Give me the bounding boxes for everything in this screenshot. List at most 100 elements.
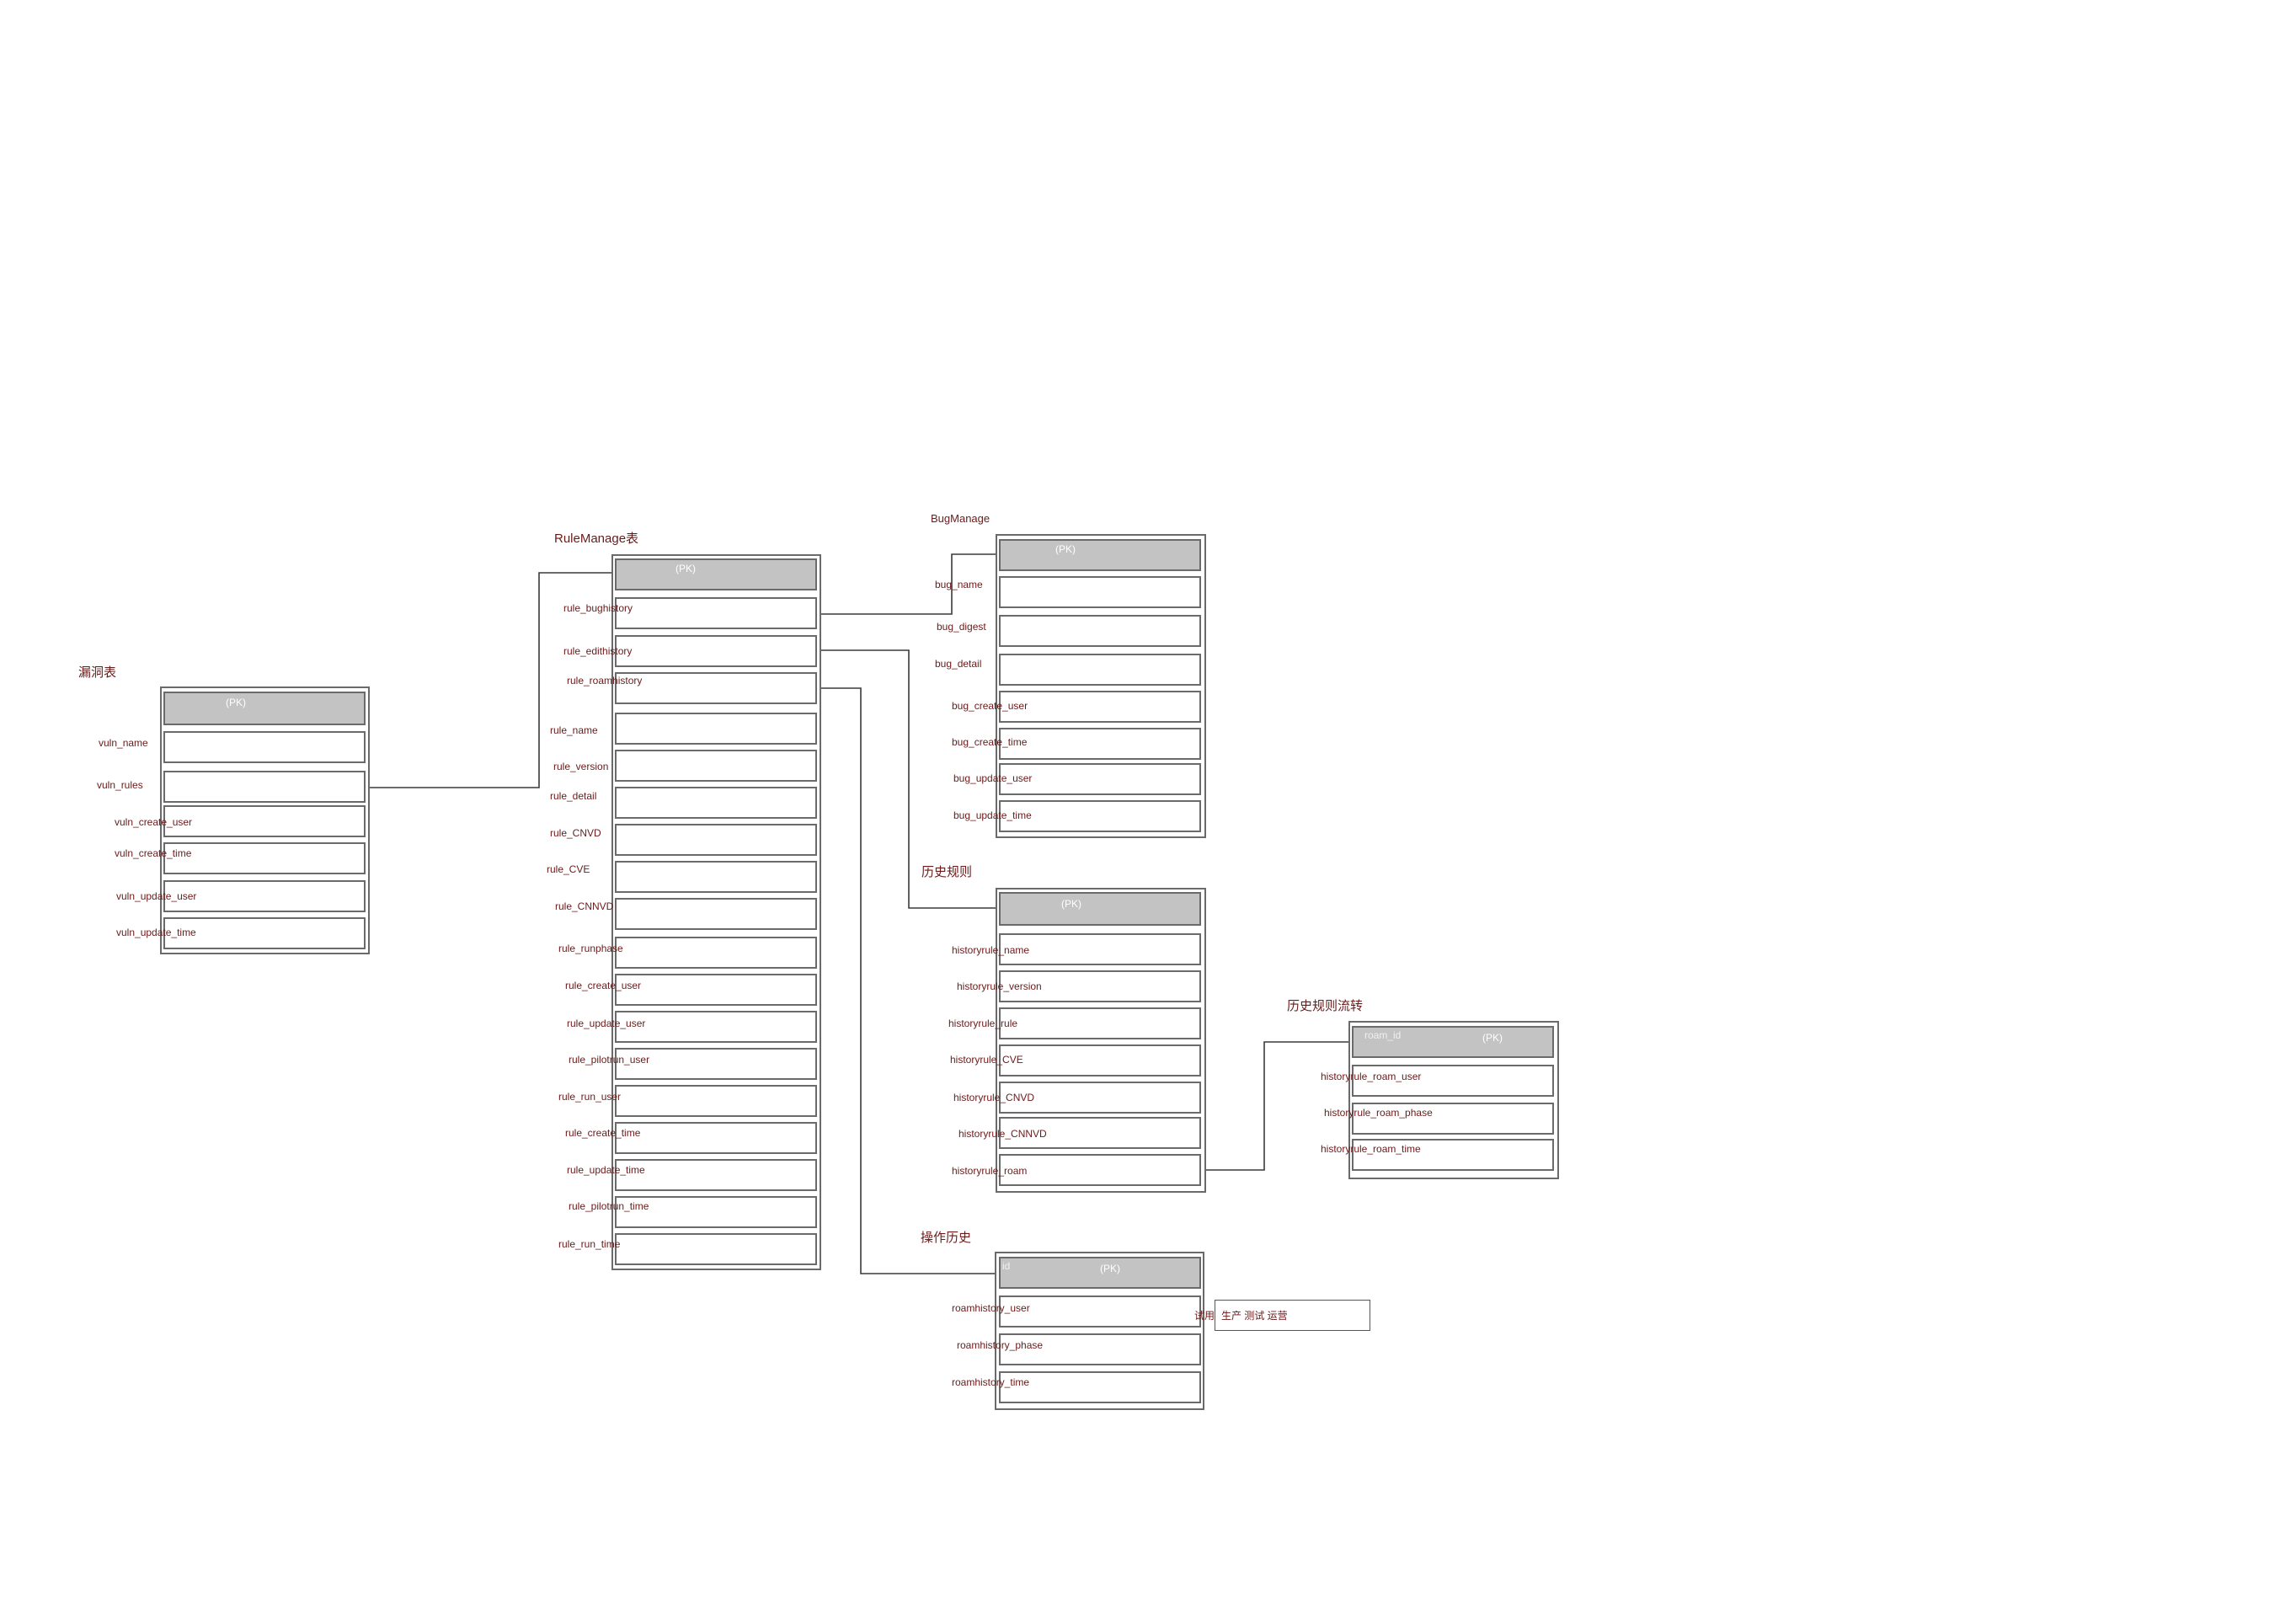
rule-field-label: rule_runphase: [558, 943, 623, 954]
vuln-table-header: [163, 692, 366, 725]
history-field-row: [999, 933, 1201, 965]
rule-field-row: [615, 1085, 817, 1117]
rule-field-label: rule_CNNVD: [555, 900, 614, 912]
bug-field-row: [999, 728, 1201, 760]
oplog-table-header: [999, 1257, 1201, 1289]
rule-field-label: rule_run_time: [558, 1238, 621, 1250]
history-field-label: historyrule_CNVD: [953, 1092, 1035, 1103]
phase-note-prefix: 试用: [1194, 1310, 1215, 1322]
history-table-title: 历史规则: [921, 865, 973, 879]
history-table-header: [999, 892, 1201, 926]
vuln-field-row: [163, 917, 366, 949]
rule-field-label: rule_edithistory: [563, 645, 633, 657]
vuln-field-label: vuln_create_user: [115, 816, 193, 828]
bug-table-header: [999, 539, 1201, 571]
history-field-label: historyrule_name: [952, 944, 1030, 956]
rule-field-label: rule_bughistory: [563, 602, 633, 614]
history-field-label: historyrule_CVE: [950, 1054, 1023, 1066]
rule-field-row: [615, 1048, 817, 1080]
bug-field-row: [999, 576, 1201, 608]
rule-field-label: rule_version: [553, 761, 609, 772]
rule-field-row: [615, 1233, 817, 1265]
rule-field-row: [615, 750, 817, 782]
rule-field-label: rule_update_time: [567, 1164, 645, 1176]
history-field-row: [999, 1007, 1201, 1039]
bug-field-label: bug_update_time: [953, 809, 1032, 821]
rule-field-label: rule_detail: [550, 790, 597, 802]
rule-field-label: rule_update_user: [567, 1018, 646, 1029]
roamflow-pk-label: (PK): [1482, 1032, 1503, 1044]
rule-field-label: rule_create_time: [565, 1127, 641, 1139]
rule-field-row: [615, 937, 817, 969]
rule-table-header: [615, 558, 817, 590]
bug-field-label: bug_create_time: [952, 736, 1028, 748]
history-field-row: [999, 1117, 1201, 1149]
history-field-row: [999, 1154, 1201, 1186]
oplog-field-label: roamhistory_time: [952, 1376, 1030, 1388]
bug-field-row: [999, 691, 1201, 723]
rule-field-row: [615, 1159, 817, 1191]
rule-field-row: [615, 824, 817, 856]
rule-field-label: rule_create_user: [565, 980, 642, 991]
rule-field-row: [615, 787, 817, 819]
history-field-label: historyrule_rule: [948, 1018, 1018, 1029]
bug-table-title: BugManage: [931, 512, 990, 525]
rule-field-label: rule_CNVD: [550, 827, 601, 839]
rule-field-label: rule_name: [550, 724, 598, 736]
oplog-field-row: [999, 1333, 1201, 1365]
bug-field-label: bug_digest: [937, 621, 986, 633]
rule-field-row: [615, 672, 817, 704]
bug-pk-label: (PK): [1055, 543, 1076, 555]
bug-field-row: [999, 654, 1201, 686]
bug-field-row: [999, 763, 1201, 795]
history-field-row: [999, 970, 1201, 1002]
oplog-field-row: [999, 1295, 1201, 1328]
rule-pk-label: (PK): [675, 563, 696, 574]
oplog-field-label: roamhistory_user: [952, 1302, 1030, 1314]
bug-field-row: [999, 615, 1201, 647]
rule-field-label: rule_CVE: [547, 863, 590, 875]
oplog-pk-field: id: [1002, 1260, 1011, 1272]
vuln-table-title: 漏洞表: [78, 665, 117, 680]
history-field-label: historyrule_version: [957, 980, 1042, 992]
rule-field-row: [615, 861, 817, 893]
rule-field-label: rule_run_user: [558, 1091, 622, 1103]
rule-field-row: [615, 974, 817, 1006]
roamflow-field-label: historyrule_roam_user: [1321, 1071, 1422, 1082]
roamflow-table-title: 历史规则流转: [1287, 999, 1364, 1013]
vuln-pk-label: (PK): [226, 697, 246, 708]
oplog-pk-label: (PK): [1100, 1263, 1120, 1274]
history-field-row: [999, 1044, 1201, 1076]
roamflow-field-row: [1352, 1103, 1554, 1135]
roamflow-field-row: [1352, 1065, 1554, 1097]
oplog-table-title: 操作历史: [921, 1231, 972, 1245]
rule-field-row: [615, 1011, 817, 1043]
vuln-field-label: vuln_update_time: [116, 927, 196, 938]
rule-field-row: [615, 898, 817, 930]
bug-field-label: bug_detail: [935, 658, 982, 670]
vuln-field-row: [163, 842, 366, 874]
vuln-field-row: [163, 805, 366, 837]
bug-field-label: bug_create_user: [952, 700, 1028, 712]
rule-field-row: [615, 1122, 817, 1154]
rule-field-row: [615, 635, 817, 667]
rule-field-row: [615, 713, 817, 745]
bug-field-label: bug_update_user: [953, 772, 1033, 784]
vuln-field-row: [163, 731, 366, 763]
roamflow-table-header: [1352, 1026, 1554, 1058]
roamflow-pk-field: roam_id: [1364, 1029, 1402, 1041]
rule-field-row: [615, 597, 817, 629]
rule-field-label: rule_pilotrun_user: [569, 1054, 650, 1066]
history-field-row: [999, 1082, 1201, 1114]
history-field-label: historyrule_roam: [952, 1165, 1028, 1177]
roamflow-field-row: [1352, 1139, 1554, 1171]
vuln-field-row: [163, 880, 366, 912]
history-pk-label: (PK): [1061, 898, 1081, 910]
rule-table-title: RuleManage表: [554, 532, 639, 546]
rule-field-label: rule_pilotrun_time: [569, 1200, 649, 1212]
roamflow-field-label: historyrule_roam_phase: [1324, 1107, 1433, 1119]
oplog-field-label: roamhistory_phase: [957, 1339, 1044, 1351]
history-field-label: historyrule_CNNVD: [958, 1128, 1047, 1140]
bug-field-row: [999, 800, 1201, 832]
